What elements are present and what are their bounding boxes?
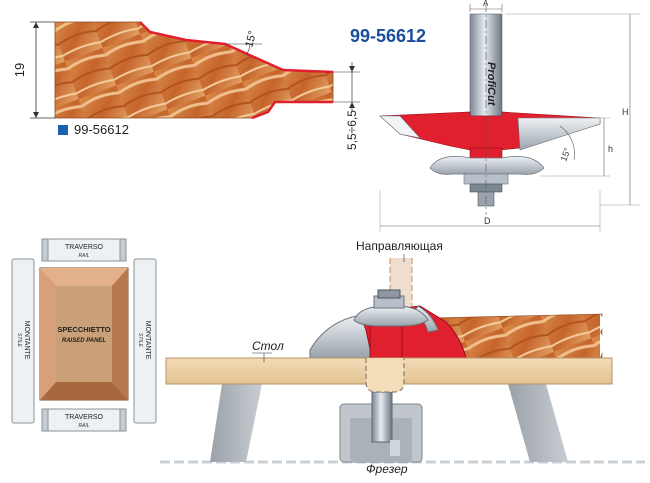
profile-depth-label: 5,5÷6,5 (345, 110, 359, 150)
right-stile-sublabel: STILE (137, 333, 143, 348)
frame-parts: TRAVERSO RAIL TRAVERSO RAIL MONTANTE STI… (11, 238, 157, 432)
dim-h-upper-label: H (622, 107, 629, 117)
right-stile-label: MONTANTE (144, 321, 151, 360)
top-rail-label: TRAVERSO (65, 244, 104, 251)
cutter-carbide-left (379, 115, 421, 139)
profile-angle-label: 15° (243, 30, 259, 49)
panel-sublabel: RAISED PANEL (62, 338, 107, 344)
profile-height-label: 19 (12, 63, 27, 77)
bottom-rail-sublabel: RAIL (78, 423, 89, 429)
cutter-angle-label: 15° (558, 146, 572, 163)
router-setup: Направляющая Стол Фрезер (160, 239, 645, 476)
legend-square-icon (58, 124, 68, 135)
left-stile-label: MONTANTE (23, 321, 30, 360)
right-stile (133, 258, 157, 424)
dim-h-lower-label: h (608, 144, 613, 154)
router-label: Фрезер (366, 462, 408, 476)
left-stile (11, 258, 35, 424)
model-number: 99-56612 (350, 26, 427, 46)
profile-outline (139, 21, 334, 120)
dim-d-label: D (484, 216, 491, 226)
profile-legend: 99-56612 (58, 122, 129, 137)
table-leg-right (508, 384, 568, 462)
table-leg-left (210, 384, 262, 462)
shank-brand: ProfiCut (485, 62, 497, 107)
left-stile-sublabel: STILE (16, 333, 22, 348)
table-label: Стол (252, 339, 284, 353)
top-rail-sublabel: RAIL (78, 253, 89, 259)
profile-drawing: 19 15° 5,5÷6,5 (12, 21, 360, 150)
bottom-rail-label: TRAVERSO (65, 414, 104, 421)
cutter-drawing: A ProfiCut H h D 15° (379, 0, 640, 232)
guide-label: Направляющая (356, 239, 443, 253)
panel-label: SPECCHIETTO (57, 325, 110, 334)
cutter-carbide-right (517, 117, 601, 151)
legend-code: 99-56612 (74, 122, 129, 137)
cutter-bearing (429, 156, 545, 175)
